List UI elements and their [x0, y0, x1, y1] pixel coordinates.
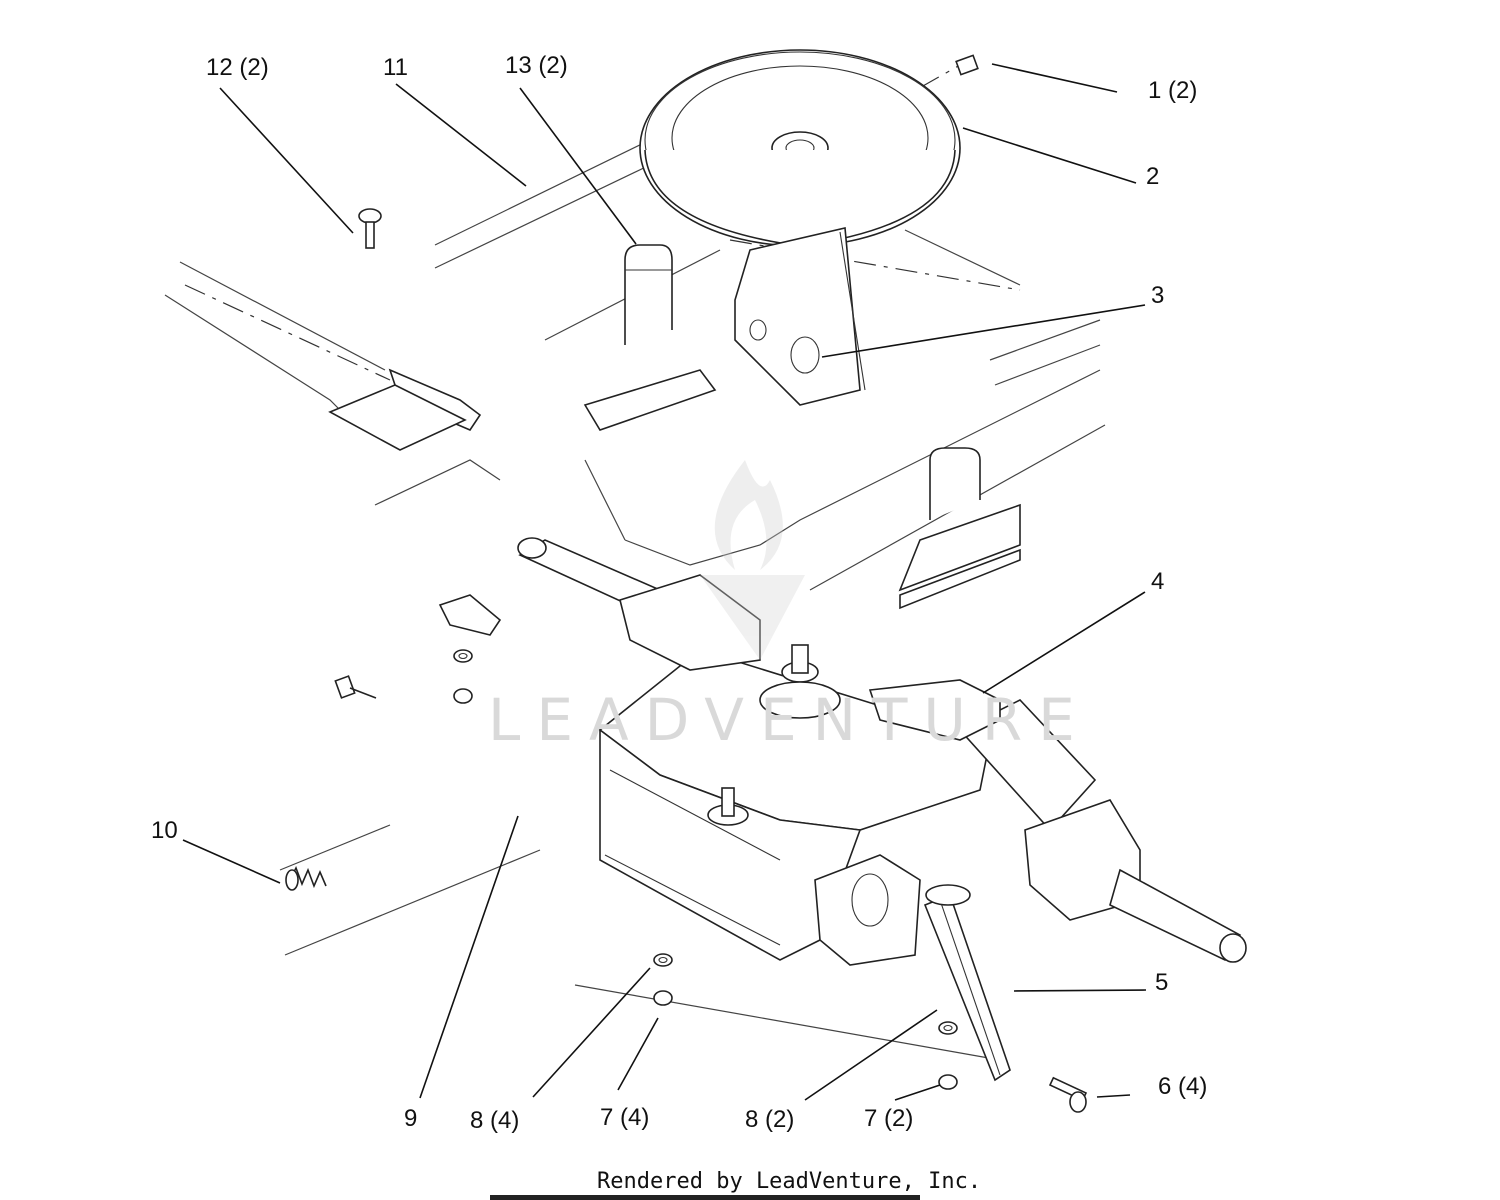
callout-12: 12 (2) — [206, 54, 269, 81]
callout-10: 10 — [151, 817, 178, 844]
callout-6: 6 (4) — [1158, 1073, 1207, 1100]
transaxle-part — [438, 537, 1247, 966]
torque-bracket-part — [923, 884, 1011, 1082]
washer-part — [453, 649, 958, 1035]
u-bolt-part — [583, 244, 1021, 610]
footer-cropped-text — [490, 1195, 920, 1200]
watermark-text: LEADVENTURE — [488, 686, 1091, 754]
mounting-bracket-part — [734, 227, 866, 406]
frame-plate-part — [328, 368, 482, 451]
hex-nut-part — [453, 688, 958, 1090]
callout-8a: 8 (4) — [470, 1107, 519, 1134]
callout-7a: 7 (4) — [600, 1104, 649, 1131]
rendered-by-credit: Rendered by LeadVenture, Inc. — [597, 1169, 981, 1194]
pulley-part — [639, 49, 961, 247]
callout-9: 9 — [404, 1105, 417, 1132]
callout-labels: 1 (2) 2 3 4 5 6 (4) 7 (4) 7 (2) 8 (4) 8 … — [151, 52, 1207, 1134]
callout-11: 11 — [383, 54, 408, 81]
callout-7b: 7 (2) — [864, 1105, 913, 1132]
callout-3: 3 — [1151, 282, 1164, 309]
set-screw-part — [955, 54, 979, 76]
carriage-bolt-part — [1048, 1076, 1088, 1113]
callout-8b: 8 (2) — [745, 1106, 794, 1133]
callout-4: 4 — [1151, 568, 1164, 595]
spring-part — [285, 866, 327, 891]
callout-1: 1 (2) — [1148, 77, 1197, 104]
hex-bolt-part — [334, 675, 377, 699]
callout-2: 2 — [1146, 163, 1159, 190]
callout-13: 13 (2) — [505, 52, 568, 79]
leader-lines — [182, 63, 1147, 1101]
flame-logo-icon — [700, 460, 805, 660]
screw-part — [358, 208, 382, 249]
callout-5: 5 — [1155, 969, 1168, 996]
